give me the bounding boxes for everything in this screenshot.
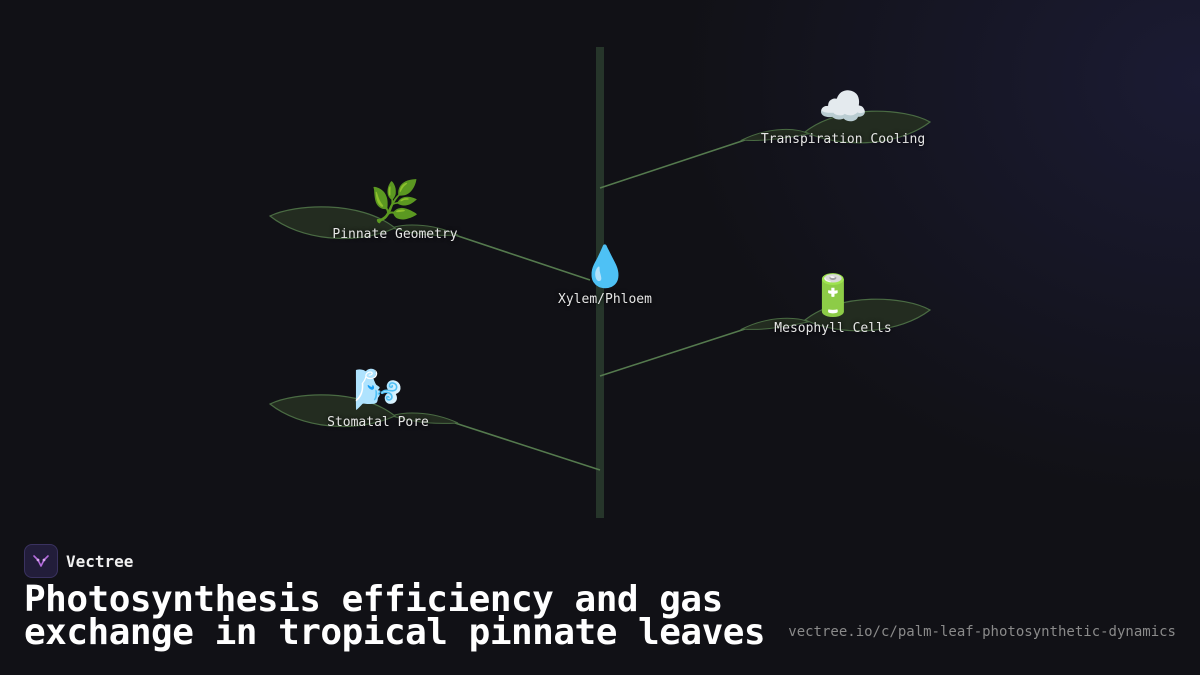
brand-name: Vectree — [66, 551, 134, 571]
cloud-icon: ☁️ — [818, 84, 868, 130]
leaf-top-right — [740, 110, 932, 144]
droplet-icon: 💧 — [580, 244, 630, 290]
node-transpiration-cooling: ☁️ Transpiration Cooling — [743, 84, 943, 147]
node-xylem-phloem: 💧 Xylem/Phloem — [505, 244, 705, 307]
node-mesophyll-cells: 🔋 Mesophyll Cells — [733, 273, 933, 336]
node-label: Xylem/Phloem — [558, 292, 652, 307]
node-stomatal-pore: 🌬️ Stomatal Pore — [278, 367, 478, 430]
battery-icon: 🔋 — [808, 273, 858, 319]
page-title: Photosynthesis efficiency and gas exchan… — [24, 579, 766, 653]
petiole-top-right — [599, 139, 746, 189]
node-pinnate-geometry: 🌿 Pinnate Geometry — [295, 179, 495, 242]
petiole-bottom-left — [454, 422, 601, 471]
vectree-logo-icon — [24, 544, 58, 578]
node-label: Pinnate Geometry — [332, 227, 458, 242]
brand: Vectree — [24, 544, 133, 578]
node-label: Stomatal Pore — [327, 415, 429, 430]
leaf-mid-right — [740, 298, 932, 332]
wind-icon: 🌬️ — [353, 367, 403, 413]
leaf-bottom-left — [268, 394, 459, 428]
leaf-top-left — [268, 206, 459, 240]
source-url: vectree.io/c/palm-leaf-photosynthetic-dy… — [788, 624, 1176, 640]
node-label: Mesophyll Cells — [774, 321, 892, 336]
node-label: Transpiration Cooling — [760, 132, 926, 147]
main-stem — [596, 47, 604, 518]
fern-icon: 🌿 — [370, 179, 420, 225]
petiole-mid-right — [599, 328, 746, 377]
petiole-top-left — [454, 234, 591, 281]
